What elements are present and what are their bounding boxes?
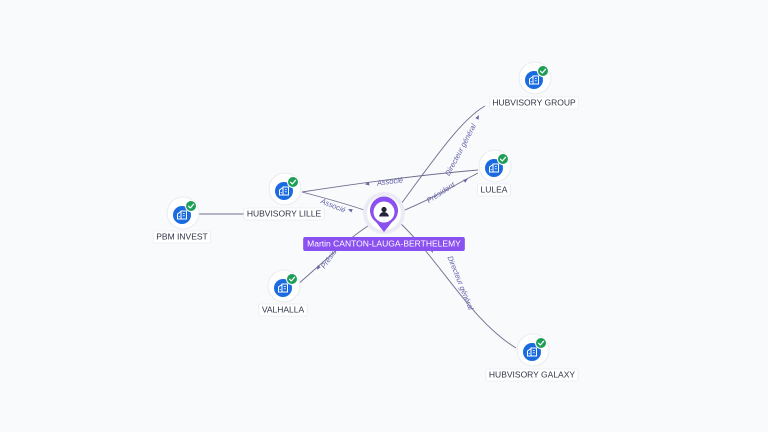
- edge-label: Président: [425, 180, 457, 205]
- company-label-text: VALHALLA: [262, 304, 305, 314]
- edge-label: Associé: [375, 175, 403, 187]
- company-node-hubvisory-group[interactable]: HUBVISORY GROUP: [489, 61, 579, 110]
- company-label[interactable]: PBM INVEST: [152, 230, 212, 244]
- person-name: Martin CANTON-LAUGA-BERTHELEMY: [307, 238, 461, 248]
- company-label[interactable]: HUBVISORY LILLE: [243, 207, 325, 221]
- person-icon: [379, 206, 389, 217]
- arrow-icon: [347, 209, 353, 213]
- verified-check-icon: [286, 273, 298, 285]
- company-node-hubvisory-galaxy[interactable]: HUBVISORY GALAXY: [485, 333, 579, 382]
- building-icon: [274, 279, 292, 297]
- edge-line: [297, 221, 375, 285]
- person-label-bg: [303, 237, 465, 251]
- building-icon: [173, 206, 191, 224]
- building-icon: [525, 71, 543, 89]
- verified-check-icon: [535, 337, 547, 349]
- company-label[interactable]: HUBVISORY GALAXY: [485, 368, 579, 382]
- edge-line: [397, 220, 517, 349]
- verified-check-icon: [185, 200, 197, 212]
- building-icon: [523, 343, 541, 361]
- verified-check-icon: [537, 65, 549, 77]
- edge-line: [399, 172, 479, 213]
- arrow-icon: [463, 178, 468, 183]
- company-label-bg: [258, 303, 308, 317]
- building-icon: [485, 159, 503, 177]
- building-icon: [275, 182, 293, 200]
- person-label[interactable]: Martin CANTON-LAUGA-BERTHELEMY: [303, 237, 465, 251]
- edge-label: Directeur général: [446, 254, 476, 311]
- company-label-text: HUBVISORY GALAXY: [489, 369, 575, 379]
- company-label[interactable]: HUBVISORY GROUP: [489, 96, 579, 110]
- edge-line: [397, 105, 486, 209]
- edge-to-lulea[interactable]: Président: [399, 172, 479, 213]
- edge-line: [301, 169, 479, 193]
- company-label-bg: [477, 183, 511, 197]
- company-label-bg: [243, 207, 325, 221]
- person-pin-icon: [370, 196, 399, 232]
- company-node-valhalla[interactable]: VALHALLA: [258, 269, 308, 317]
- verified-check-icon: [287, 176, 299, 188]
- company-label-text: HUBVISORY GROUP: [492, 97, 576, 107]
- edge-label: Directeur général: [443, 122, 478, 177]
- company-label-bg: [152, 230, 212, 244]
- arrow-icon: [475, 115, 480, 120]
- edge-to-valhalla[interactable]: Président: [297, 221, 375, 285]
- edge-lille-lulea[interactable]: Associé: [301, 169, 479, 193]
- company-label-text: HUBVISORY LILLE: [247, 208, 322, 218]
- person-node[interactable]: Martin CANTON-LAUGA-BERTHELEMY: [303, 192, 465, 251]
- nodes-layer: HUBVISORY GROUP LULEA HUBVISORY LILLE PBM I…: [152, 61, 579, 382]
- verified-check-icon: [497, 153, 509, 165]
- company-label-bg: [485, 368, 579, 382]
- edges-layer: Directeur généralPrésidentAssociéAssocié…: [198, 105, 517, 349]
- company-label-text: LULEA: [481, 184, 508, 194]
- arrow-icon: [364, 181, 370, 186]
- company-label-bg: [489, 96, 579, 110]
- company-label[interactable]: VALHALLA: [258, 303, 308, 317]
- company-node-hubvisory-lille[interactable]: HUBVISORY LILLE: [243, 172, 325, 221]
- company-node-pbm-invest[interactable]: PBM INVEST: [152, 196, 212, 244]
- company-node-lulea[interactable]: LULEA: [477, 149, 512, 197]
- arrow-icon: [316, 265, 321, 270]
- company-label[interactable]: LULEA: [477, 183, 511, 197]
- company-label-text: PBM INVEST: [156, 231, 207, 241]
